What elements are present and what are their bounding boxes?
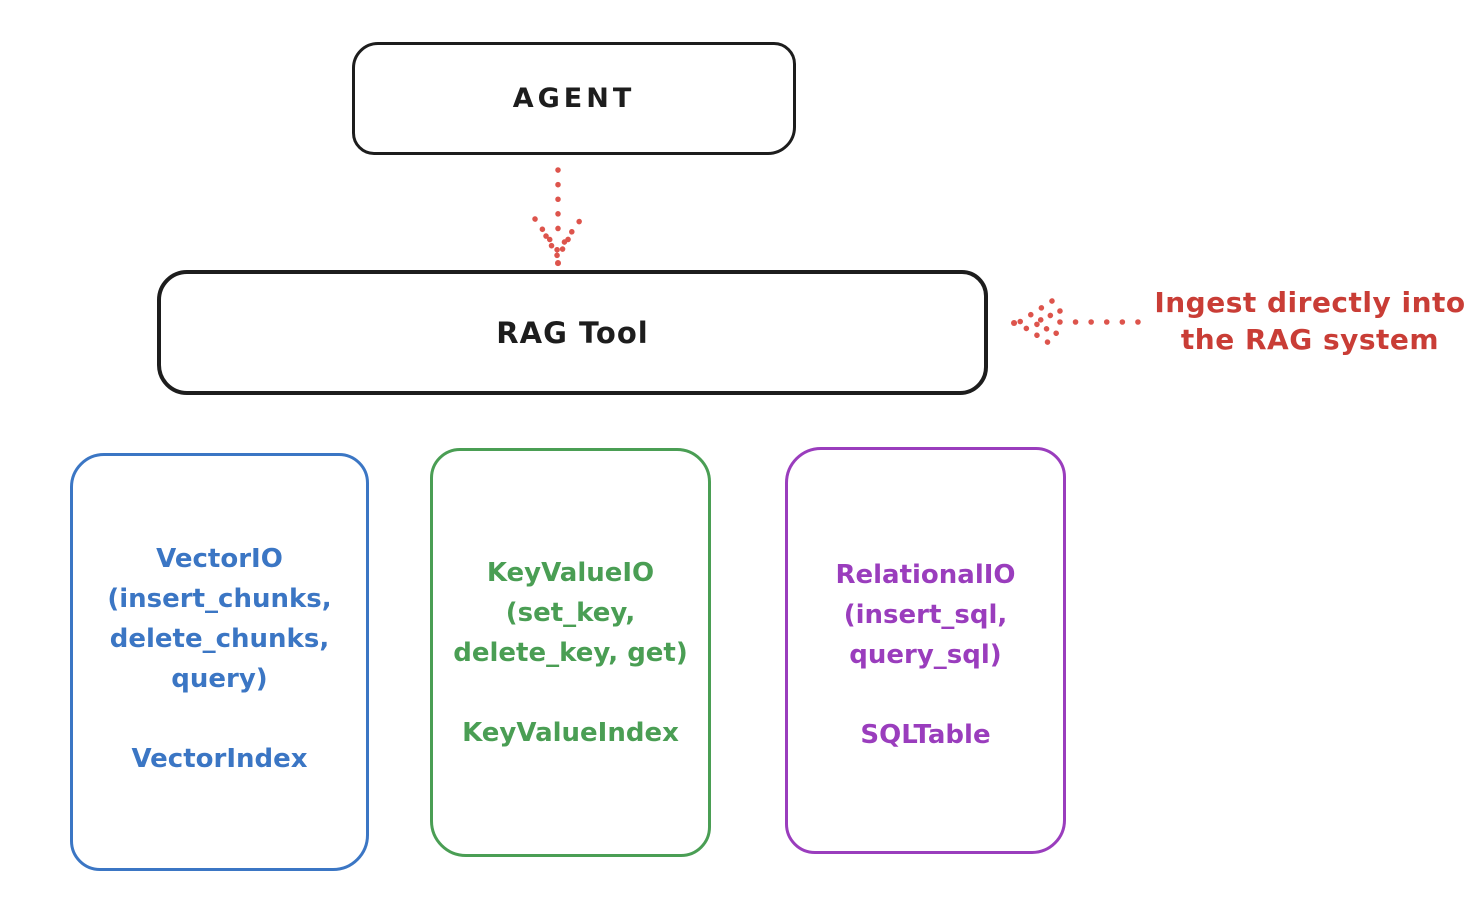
relational-io-node: RelationalIO (insert_sql, query_sql) SQL… [785,447,1066,854]
ingest-annotation: Ingest directly into the RAG system [1135,284,1484,358]
agent-to-ragtool-arrow-icon [532,167,584,267]
agent-node: AGENT [352,42,796,155]
vector-io-methods-line1: (insert_chunks, [107,584,332,614]
ingest-annotation-line1: Ingest directly into [1154,286,1466,319]
vector-io-title: VectorIO [156,544,283,574]
vector-io-methods-line2: delete_chunks, [109,624,330,654]
keyvalue-io-methods-line1: (set_key, [505,598,636,628]
relational-io-methods-line1: (insert_sql, [843,600,1008,630]
keyvalue-io-methods-line2: delete_key, get) [453,638,688,668]
relational-io-title: RelationalIO [835,560,1016,590]
vector-index-label: VectorIndex [131,744,308,774]
vector-io-methods-line3: query) [171,664,268,694]
keyvalue-io-title: KeyValueIO [486,558,655,588]
vector-io-node: VectorIO (insert_chunks, delete_chunks, … [70,453,369,871]
ingest-annotation-line2: the RAG system [1180,323,1440,356]
agent-label: AGENT [512,83,636,114]
keyvalue-index-label: KeyValueIndex [462,718,679,748]
relational-io-methods-line2: query_sql) [849,640,1002,670]
rag-tool-node: RAG Tool [157,270,988,395]
rag-tool-label: RAG Tool [496,315,649,350]
sql-table-label: SQLTable [860,720,991,750]
ingest-arrow-icon [1011,298,1141,348]
keyvalue-io-node: KeyValueIO (set_key, delete_key, get) Ke… [430,448,711,857]
